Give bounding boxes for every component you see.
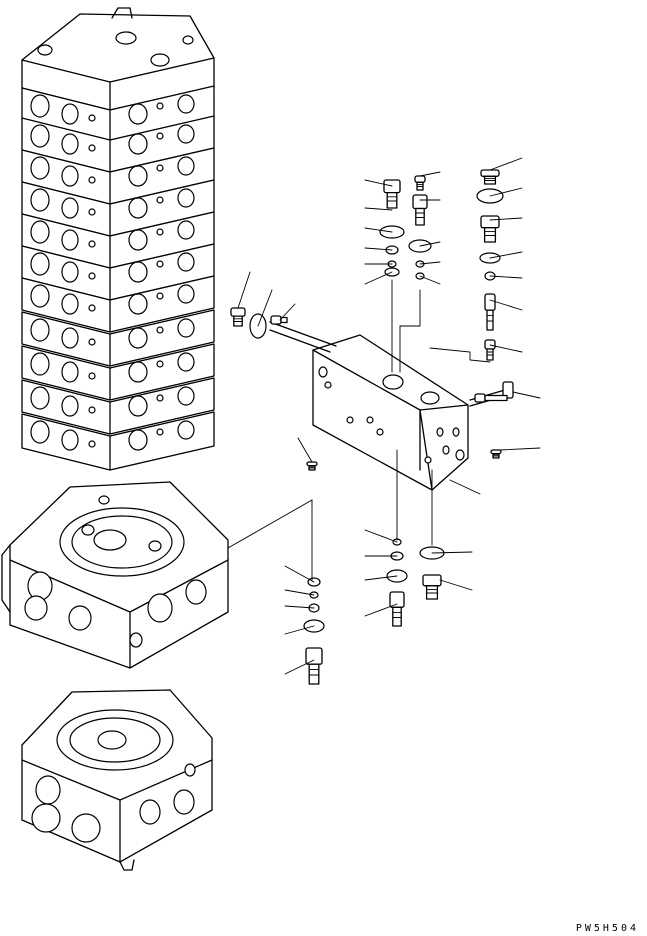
callout-leader <box>284 625 315 635</box>
plug <box>422 574 442 600</box>
valve-section-bottom <box>21 689 213 871</box>
callout-leader <box>431 551 473 554</box>
callout-leader <box>364 227 393 233</box>
connecting-line <box>399 289 421 373</box>
plug <box>389 591 405 627</box>
stack-section <box>21 243 215 301</box>
callout-leader <box>279 303 296 321</box>
stack-section <box>21 343 215 401</box>
callout-leader <box>512 391 541 399</box>
callout-leader <box>449 479 481 495</box>
plug <box>412 194 428 226</box>
plug <box>230 307 246 327</box>
callout-leader <box>489 299 523 311</box>
callout-leader <box>364 271 393 285</box>
callout-leader <box>489 217 523 221</box>
callout-leader <box>419 275 441 285</box>
connecting-line <box>429 347 491 363</box>
plug <box>490 449 502 459</box>
callout-leader <box>489 275 523 279</box>
callout-leader <box>364 207 393 211</box>
plug <box>480 169 500 185</box>
callout-leader <box>284 605 315 609</box>
callout-leader <box>257 289 273 327</box>
callout-leader <box>284 659 315 675</box>
callout-leader <box>364 575 398 581</box>
callout-leader <box>297 437 313 463</box>
callout-leader <box>364 603 398 617</box>
callout-leader <box>489 187 523 197</box>
callout-leader <box>419 171 441 177</box>
callout-leader <box>489 344 523 353</box>
callout-leader <box>237 271 251 309</box>
rods <box>269 321 514 407</box>
plug <box>383 179 401 209</box>
stack-sections <box>21 85 215 471</box>
callout-leader <box>364 247 393 251</box>
stack-section <box>21 115 215 173</box>
bolt <box>474 393 508 403</box>
plug <box>480 215 500 243</box>
control-valve-stack <box>21 7 215 111</box>
stack-section <box>21 211 215 269</box>
plug <box>305 647 323 685</box>
valve-section-large <box>1 481 229 669</box>
plug <box>306 461 318 471</box>
connecting-line <box>227 499 313 581</box>
bolt <box>270 315 288 325</box>
callout-leaders <box>237 157 541 675</box>
callout-leader <box>499 447 541 451</box>
callout-leader <box>364 529 398 543</box>
stack-section <box>21 179 215 237</box>
callout-leader <box>284 589 315 596</box>
stack-section <box>21 275 215 333</box>
valve-block <box>312 334 469 491</box>
callout-leader <box>489 157 523 171</box>
callout-leader <box>419 241 441 247</box>
drawing-code: PW5H504 <box>575 923 639 934</box>
plug <box>484 293 496 331</box>
callout-leader <box>419 261 441 265</box>
callout-leader <box>364 179 393 187</box>
callout-leader <box>489 251 523 259</box>
connecting-lines <box>227 279 491 581</box>
callout-leader <box>439 579 473 591</box>
stack-section <box>21 309 215 367</box>
plug <box>414 175 426 191</box>
stack-section <box>21 411 215 471</box>
plug <box>484 339 496 361</box>
callout-leader <box>284 565 315 583</box>
stack-section <box>21 377 215 435</box>
